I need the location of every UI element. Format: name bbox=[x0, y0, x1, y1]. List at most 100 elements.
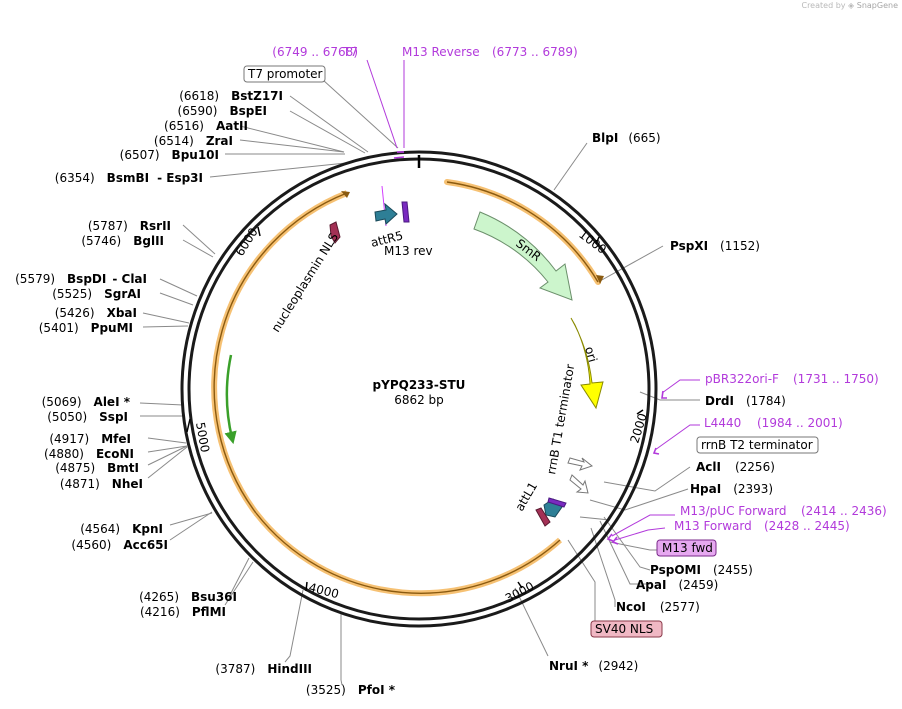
t7-promoter-label: T7 promoter bbox=[247, 67, 323, 81]
enzyme-pspomi: PspOMI bbox=[650, 563, 701, 577]
enzyme-sgrai: SgrAI bbox=[104, 287, 141, 301]
svg-text:(5746)BglII: (5746) BglII bbox=[81, 234, 164, 248]
snapgene-logo-icon: ◈ bbox=[848, 1, 855, 10]
svg-text:PspOMI(2455): PspOMI(2455) bbox=[650, 563, 753, 577]
enzyme-pspxi: PspXI bbox=[670, 239, 708, 253]
enzyme-alei-pos: (5069) bbox=[42, 395, 82, 409]
enzyme-zrai-pos: (6514) bbox=[154, 134, 194, 148]
svg-text:(4880)EcoNI: (4880)EcoNI bbox=[44, 447, 134, 461]
svg-text:(6516)AatII: (6516) AatII bbox=[164, 119, 248, 133]
enzyme-bspei-pos: (6590) bbox=[178, 104, 218, 118]
m13-rev-label: M13 rev bbox=[384, 244, 433, 258]
primer-label-l4440-range: (1984 .. 2001) bbox=[757, 416, 843, 430]
enzyme-bsu36i-pos: (4265) bbox=[139, 590, 179, 604]
enzyme-acli-pos: (2256) bbox=[735, 460, 775, 474]
orf-arcs bbox=[211, 179, 604, 597]
enzyme-hindiii-pos: (3787) bbox=[215, 662, 255, 676]
svg-text:(4560)Acc65I: (4560) Acc65I bbox=[71, 538, 168, 552]
ori-feature-arrow bbox=[570, 317, 604, 410]
tick-label-5000: 5000 bbox=[193, 421, 212, 454]
primer-label-m13rev-range: (6773 .. 6789) bbox=[492, 45, 578, 59]
svg-text:(4216)PflMI: (4216)PflMI bbox=[140, 605, 226, 619]
enzyme-apai: ApaI bbox=[636, 578, 666, 592]
svg-text:(5787)RsrII: (5787)RsrII bbox=[88, 219, 171, 233]
snapgene-credit: Created by ◈ SnapGene bbox=[801, 1, 898, 10]
enzyme-kpni: KpnI bbox=[132, 522, 163, 536]
attr5-arrow-icon bbox=[374, 202, 398, 225]
svg-text:(5426)XbaI: (5426)XbaI bbox=[55, 306, 137, 320]
enzyme-aatii: AatII bbox=[216, 119, 248, 133]
tick-label-3000: 3000 bbox=[503, 579, 537, 606]
enzyme-bglii-pos: (5746) bbox=[81, 234, 121, 248]
leader-lines bbox=[139, 59, 700, 686]
enzyme-xbai-pos: (5426) bbox=[55, 306, 95, 320]
enzyme-alei: AleI * bbox=[94, 395, 131, 409]
svg-text:(5579)BspDI- ClaI: (5579)BspDI- ClaI bbox=[15, 272, 147, 286]
ori-label: ori bbox=[582, 345, 600, 364]
credit-prefix: Created by bbox=[801, 1, 846, 10]
enzyme-nhei: NheI bbox=[112, 477, 143, 491]
svg-text:NcoI(2577): NcoI (2577) bbox=[616, 600, 700, 614]
enzyme-pfoi: PfoI * bbox=[358, 683, 396, 697]
svg-text:BlpI(665): BlpI(665) bbox=[592, 131, 661, 145]
primer-marks bbox=[393, 151, 667, 545]
smr-feature-arrow bbox=[473, 211, 573, 301]
plasmid-name: pYPQ233-STU bbox=[373, 378, 466, 392]
enzyme-bmti: BmtI bbox=[107, 461, 139, 475]
svg-text:HpaI(2393): HpaI(2393) bbox=[690, 482, 773, 496]
svg-text:(4265)Bsu36I: (4265)Bsu36I bbox=[139, 590, 237, 604]
enzyme-pfoi-pos: (3525) bbox=[306, 683, 346, 697]
enzyme-bmti-pos: (4875) bbox=[55, 461, 95, 475]
enzyme-bstz17i: BstZ17I bbox=[231, 89, 283, 103]
rrnb-t2-box: rrnB T2 terminator bbox=[696, 436, 819, 454]
nucleoplasmin-marker-icon bbox=[329, 221, 341, 244]
enzyme-bspdi-pos: (5579) bbox=[15, 272, 55, 286]
svg-text:(5525)SgrAI: (5525)SgrAI bbox=[52, 287, 141, 301]
enzyme-blpi-pos: (665) bbox=[628, 131, 660, 145]
enzyme-clai: ClaI bbox=[122, 272, 147, 286]
svg-text:(6514)ZraI: (6514)ZraI bbox=[154, 134, 233, 148]
enzyme-bsmbi-pos: (6354) bbox=[55, 171, 95, 185]
enzyme-aatii-pos: (6516) bbox=[164, 119, 204, 133]
primer-label-m13rev: M13 Reverse bbox=[402, 45, 480, 59]
enzyme-sspi: SspI bbox=[99, 410, 128, 424]
enzyme-ppumi-pos: (5401) bbox=[39, 321, 79, 335]
rrnb-t2-label: rrnB T2 terminator bbox=[701, 438, 813, 452]
svg-text:(3525)PfoI *: (3525) PfoI * bbox=[306, 683, 396, 697]
primer-label-m13puc-range: (2414 .. 2436) bbox=[801, 504, 887, 518]
enzyme-hindiii: HindIII bbox=[267, 662, 312, 676]
enzyme-bglii: BglII bbox=[133, 234, 164, 248]
primer-label-pbr322-range: (1731 .. 1750) bbox=[793, 372, 879, 386]
sv40-nls-box: SV40 NLS bbox=[590, 620, 663, 638]
enzyme-hpai: HpaI bbox=[690, 482, 721, 496]
svg-text:(4871)NheI: (4871) NheI bbox=[60, 477, 143, 491]
green-orf-arrow bbox=[224, 354, 237, 445]
svg-text:(5050)SspI: (5050) SspI bbox=[47, 410, 128, 424]
enzyme-acc65i-pos: (4560) bbox=[71, 538, 111, 552]
rrnb-t2-arrow-icon bbox=[569, 474, 589, 494]
enzyme-bstz17i-pos: (6618) bbox=[179, 89, 219, 103]
enzyme-labels-left: (3525) PfoI * (3787) HindIII (4216)PflMI (… bbox=[15, 89, 396, 697]
backbone-outer-ring bbox=[180, 150, 658, 628]
enzyme-sspi-pos: (5050) bbox=[47, 410, 87, 424]
enzyme-bpu10i-pos: (6507) bbox=[120, 148, 160, 162]
enzyme-ncoi-pos: (2577) bbox=[660, 600, 700, 614]
credit-brand: SnapGene bbox=[856, 1, 898, 10]
enzyme-bsmbi: BsmBI bbox=[107, 171, 149, 185]
tick-label-6000: 6000 bbox=[233, 225, 261, 258]
svg-text:(6618)BstZ17I: (6618) BstZ17I bbox=[179, 89, 283, 103]
enzyme-ncoi: NcoI bbox=[616, 600, 646, 614]
svg-text:(5069)AleI *: (5069) AleI * bbox=[42, 395, 131, 409]
enzyme-esp3i: Esp3I bbox=[166, 171, 203, 185]
svg-text:(6507)Bpu10I: (6507)Bpu10I bbox=[120, 148, 219, 162]
enzyme-nhei-pos: (4871) bbox=[60, 477, 100, 491]
enzyme-rsrii: RsrII bbox=[140, 219, 171, 233]
sv40-marker-icon bbox=[535, 507, 551, 527]
svg-text:DrdI(1784): DrdI(1784) bbox=[705, 394, 786, 408]
tick-labels: 1000 2000 3000 4000 5000 6000 bbox=[193, 225, 650, 605]
primer-label-m13fwd-range: (2428 .. 2445) bbox=[764, 519, 850, 533]
enzyme-pspxi-pos: (1152) bbox=[720, 239, 760, 253]
enzyme-bspei: BspEI bbox=[229, 104, 267, 118]
enzyme-acc65i: Acc65I bbox=[123, 538, 168, 552]
